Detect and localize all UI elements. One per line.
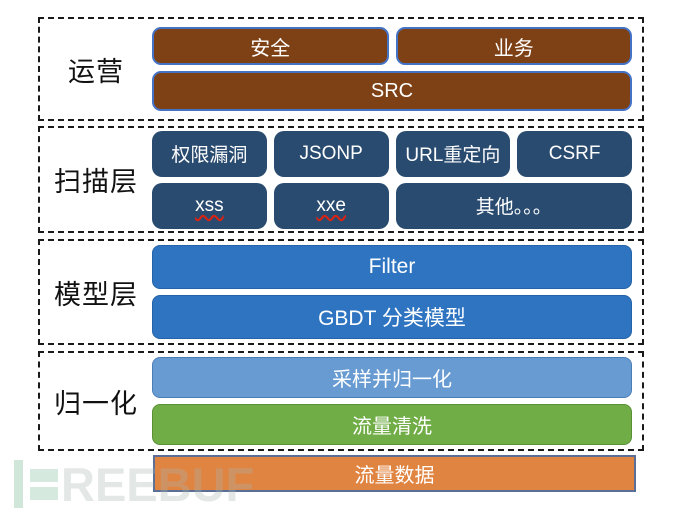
node-permission-vuln: 权限漏洞 — [152, 130, 267, 177]
node-traffic-data: 流量数据 — [153, 455, 636, 492]
node-filter: Filter — [152, 245, 632, 289]
node-xxe: xxe — [273, 182, 389, 229]
section-operations: 运营 安全 业务 SRC — [38, 17, 644, 121]
node-business: 业务 — [395, 27, 632, 65]
node-jsonp: JSONP — [273, 130, 389, 177]
section-model-layer-content: Filter GBDT 分类模型 — [152, 241, 642, 343]
node-csrf: CSRF — [517, 130, 632, 177]
freebuf-logo-f-icon — [30, 468, 58, 500]
operations-row-1: 安全 业务 — [152, 27, 632, 65]
section-scan-layer-label: 扫描层 — [54, 167, 138, 197]
node-traffic-cleaning: 流量清洗 — [152, 404, 632, 445]
node-others: 其他。。。 — [395, 182, 632, 229]
scan-row-2: xss xxe 其他。。。 — [152, 182, 632, 229]
node-xss: xss — [152, 182, 267, 229]
section-model-layer: 模型层 Filter GBDT 分类模型 — [38, 239, 644, 345]
freebuf-logo-bar-icon — [14, 460, 23, 508]
section-model-layer-label: 模型层 — [54, 279, 138, 310]
section-scan-layer-content: 权限漏洞 JSONP URL重定向 CSRF xss xxe 其他。。。 — [152, 128, 642, 231]
section-normalization-content: 采样并归一化 流量清洗 — [152, 353, 642, 449]
section-normalization: 归一化 采样并归一化 流量清洗 — [38, 351, 644, 451]
node-gbdt-model: GBDT 分类模型 — [152, 295, 632, 339]
section-scan-layer: 扫描层 权限漏洞 JSONP URL重定向 CSRF xss xxe 其他。。。 — [38, 126, 644, 233]
section-operations-content: 安全 业务 SRC — [152, 19, 642, 119]
scan-row-1: 权限漏洞 JSONP URL重定向 CSRF — [152, 130, 632, 177]
node-url-redirect: URL重定向 — [395, 130, 511, 177]
node-sampling-normalization: 采样并归一化 — [152, 357, 632, 398]
xss-label: xss — [195, 194, 224, 216]
section-operations-label: 运营 — [68, 56, 124, 87]
node-src: SRC — [152, 71, 632, 111]
xxe-label: xxe — [316, 194, 346, 216]
section-normalization-label: 归一化 — [54, 388, 138, 419]
node-security: 安全 — [152, 27, 389, 65]
